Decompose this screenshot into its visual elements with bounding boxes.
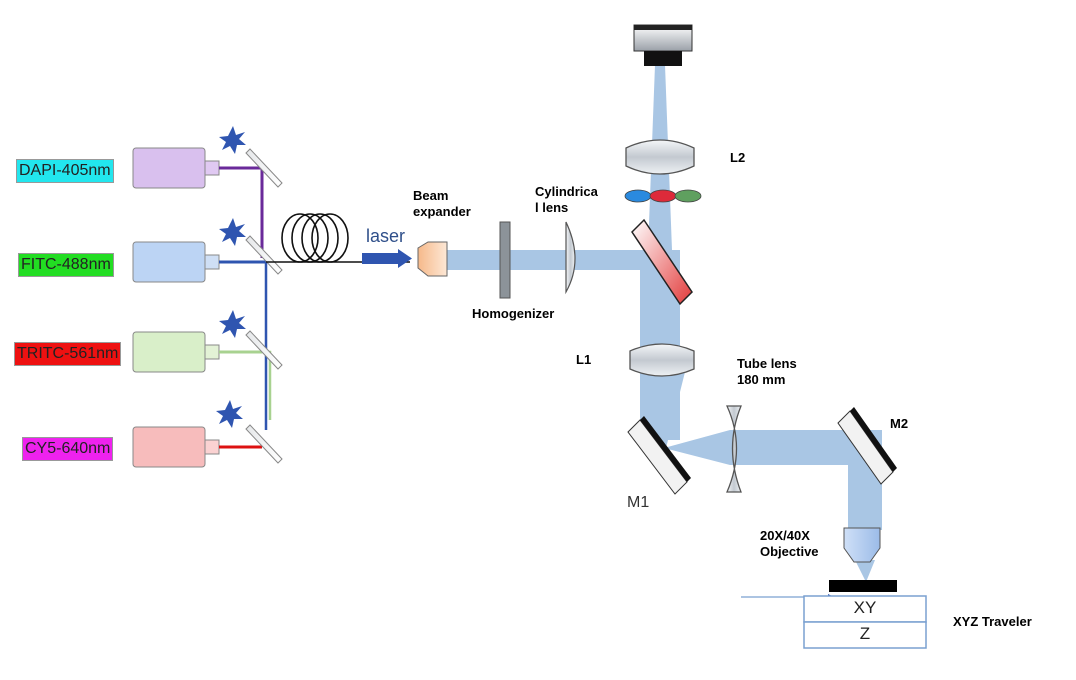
z-stage [803,621,927,649]
laser-label: laser [366,226,406,246]
laser-source-fitc [132,241,220,283]
laser-body [132,331,206,373]
camera [633,24,693,66]
xy-stage [803,595,927,623]
laser-aperture [204,344,220,360]
objective-cone [855,560,875,582]
z-stage-label: Z [859,624,871,643]
laser-source-dapi [132,147,220,189]
filter-red [649,189,677,203]
beam-combiner-lines [219,166,266,449]
cylindrical-lens [565,221,576,295]
beam-cone-down [648,360,688,448]
beam-expander-label: Beam expander [413,188,471,219]
star-icon [216,400,243,428]
combiner-mirror [245,330,283,370]
lens-l2 [625,139,695,175]
laser-body [132,241,206,283]
mirror-m1 [627,416,691,495]
combiner-mirrors [245,148,283,464]
dichroic-mirror [631,218,693,306]
m2-label: M2 [890,416,909,431]
laser-aperture [204,160,220,176]
objective-label: 20X/40X Objective [760,528,819,559]
tube-lens-label: Tube lens 180 mm [737,356,797,387]
laser-source-cy5 [132,426,220,468]
l1-label: L1 [576,352,592,367]
xy-stage-label: XY [853,598,877,617]
filter-green [674,189,702,203]
xyz-traveler-label: XYZ Traveler [953,614,1032,629]
laser-body [132,147,206,189]
star-icon [219,126,246,154]
laser-arrow [362,249,412,268]
tube-lens [725,405,742,493]
laser-source-tritc [132,331,220,373]
beam-expander [417,241,448,277]
laser-body [132,426,206,468]
laser-tag-fitc: FITC-488nm [18,253,114,277]
lens-l1 [629,343,695,377]
mirror-m2 [837,407,897,485]
m1-label: M1 [627,494,650,511]
sample-slide [829,580,897,592]
laser-tag-cy5: CY5-640nm [22,437,114,461]
homogenizer [499,221,511,299]
combiner-mirror [245,235,283,275]
star-icon [219,310,246,338]
laser-aperture [204,439,220,455]
cylindrical-lens-label: Cylindrica l lens [535,184,598,215]
laser-emission-icons [216,126,246,428]
filter-blue [624,189,652,203]
l2-label: L2 [730,150,746,165]
star-icon [219,218,246,246]
laser-tag-tritc: TRITC-561nm [14,342,122,366]
objective [843,527,881,563]
laser-aperture [204,254,220,270]
combiner-mirror [245,424,283,464]
combiner-mirror [245,148,283,188]
emission-filters [624,189,702,203]
laser-tag-dapi: DAPI-405nm [16,159,114,183]
homogenizer-label: Homogenizer [472,306,555,321]
